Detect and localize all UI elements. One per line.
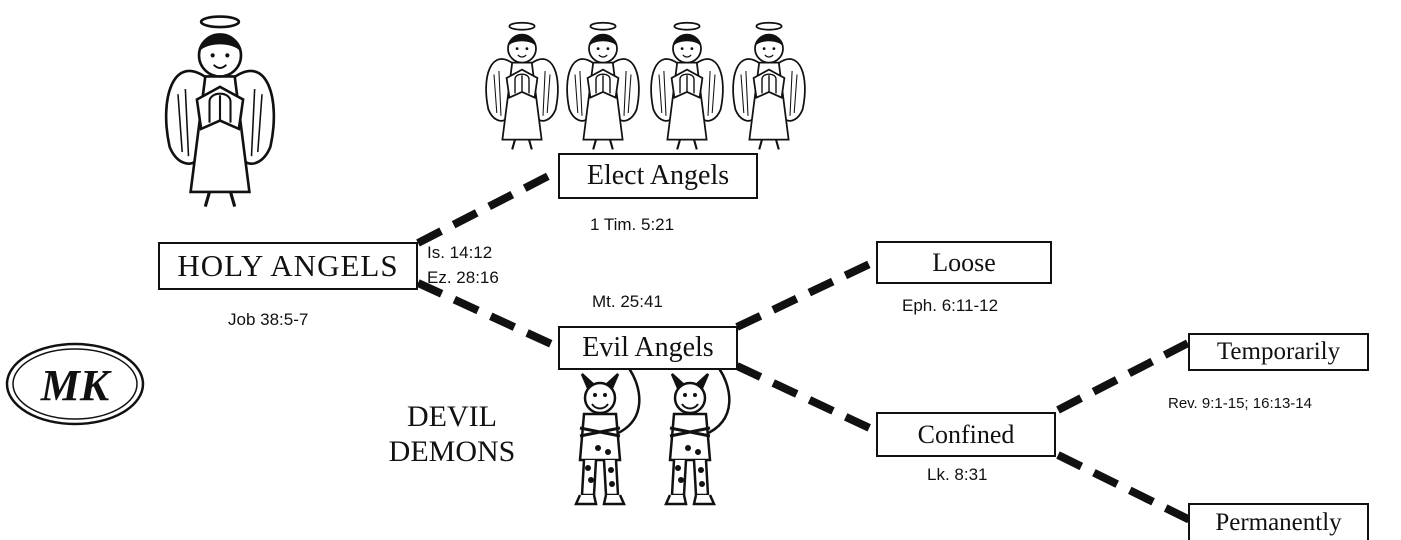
node-elect-angels-label: Elect Angels <box>586 160 730 191</box>
connectors <box>416 166 1192 524</box>
node-confined: Confined <box>876 412 1056 457</box>
demon-icon <box>664 360 731 506</box>
node-holy-angels-label: HOLY ANGELS <box>177 248 399 283</box>
node-elect-angels: Elect Angels <box>558 153 758 199</box>
node-permanently: Permanently <box>1188 503 1369 540</box>
small-angel-icon <box>485 21 559 151</box>
ref-fall-1: Is. 14:12 <box>427 243 493 262</box>
ref-elect-angels: 1 Tim. 5:21 <box>590 215 675 234</box>
node-evil-angels-label: Evil Angels <box>582 332 714 363</box>
ref-holy-angels: Job 38:5-7 <box>228 310 309 329</box>
ref-loose: Eph. 6:11-12 <box>902 296 999 315</box>
small-angel-icon <box>650 21 724 151</box>
demon-icon <box>574 360 641 506</box>
devil-label: DEVIL <box>407 400 497 433</box>
node-temporarily: Temporarily <box>1188 333 1369 371</box>
ref-fall-2: Ez. 28:16 <box>427 268 499 287</box>
node-permanently-label: Permanently <box>1215 508 1342 536</box>
node-loose-label: Loose <box>932 247 996 277</box>
mk-logo: MK <box>5 342 145 426</box>
ref-evil-angels: Mt. 25:41 <box>592 292 663 311</box>
edge-holy-elect <box>416 166 562 247</box>
edge-holy-evil <box>416 279 562 352</box>
large-angel-icon <box>164 14 276 209</box>
small-angel-icon <box>566 21 640 151</box>
edge-evil-confined <box>735 362 880 436</box>
ref-confined: Lk. 8:31 <box>927 465 988 484</box>
logo-text: MK <box>40 361 112 410</box>
node-loose: Loose <box>876 241 1052 284</box>
edge-confined-permanently <box>1056 451 1192 524</box>
devil-demons-label: DEVIL DEMONS <box>382 400 522 469</box>
node-temporarily-label: Temporarily <box>1216 338 1341 365</box>
small-angel-icon <box>732 21 806 151</box>
ref-temporarily: Rev. 9:1-15; 16:13-14 <box>1168 395 1312 412</box>
demons-label: DEMONS <box>388 434 516 468</box>
node-holy-angels: HOLY ANGELS <box>158 242 418 290</box>
edge-confined-temporarily <box>1056 338 1192 414</box>
node-confined-label: Confined <box>917 419 1015 449</box>
edge-evil-loose <box>735 256 880 331</box>
node-evil-angels: Evil Angels <box>558 326 738 370</box>
